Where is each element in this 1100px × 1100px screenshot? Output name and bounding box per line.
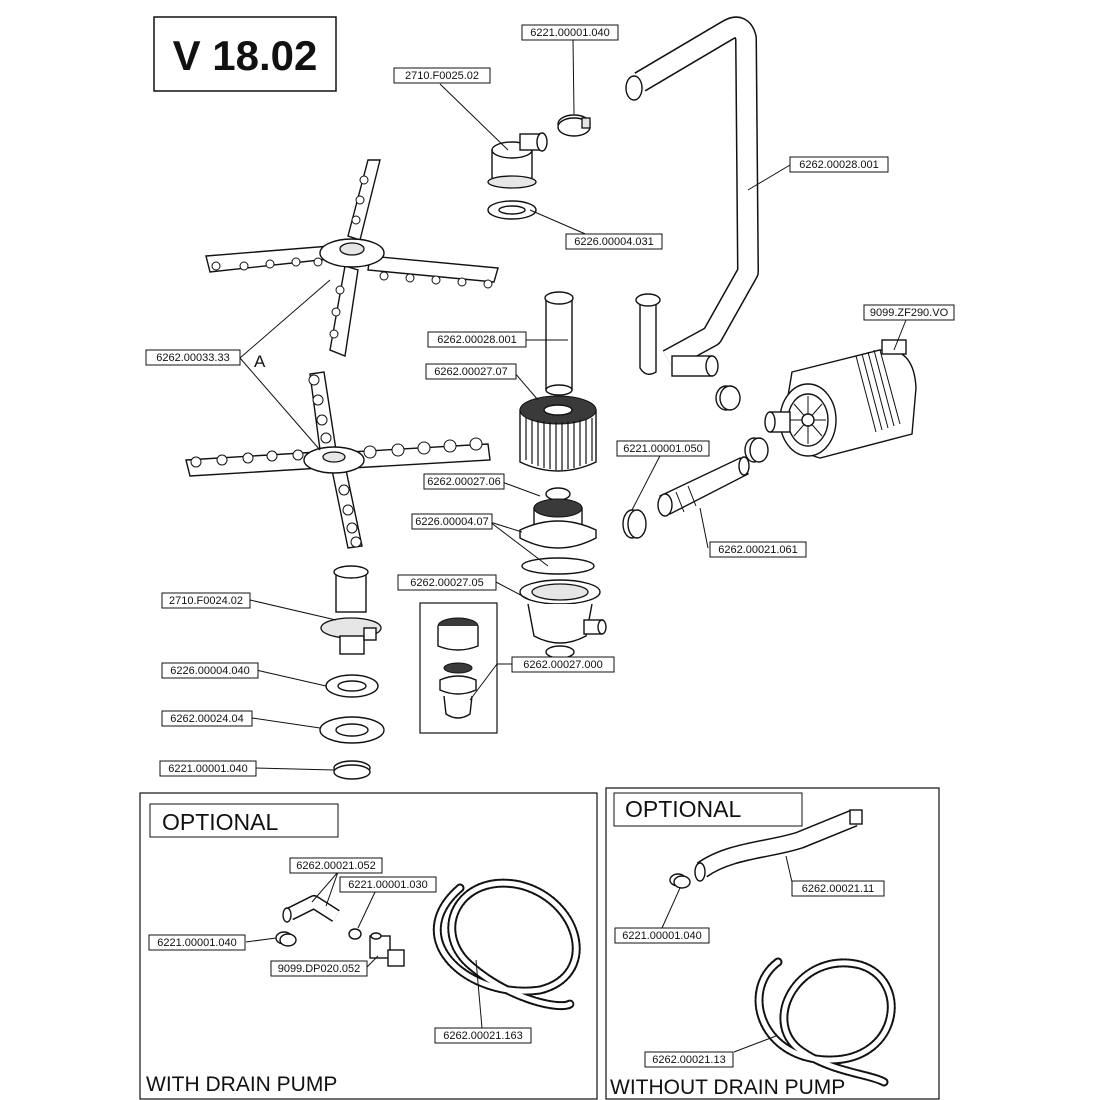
label-6262-00024-04: 6262.00024.04 [170,713,243,725]
label-6262-00021-061: 6262.00021.061 [718,544,798,556]
fine-filter [519,487,597,549]
coarse-filter [519,395,597,472]
label-6262-00027-000: 6262.00027.000 [523,659,603,671]
clamp-top [557,114,591,137]
label-2710-f0025-02: 2710.F0025.02 [405,70,479,82]
lower-spray-arm [185,371,491,549]
label-6221-00001-030: 6221.00001.030 [348,879,428,891]
label-6221-00001-040-left: 6221.00001.040 [157,937,237,949]
clamp-pipe-end [715,385,741,411]
clamp-050 [622,509,647,539]
label-6262-00021-11: 6262.00021.11 [802,883,875,895]
label-9099-zf290-vo: 9099.ZF290.VO [870,307,949,319]
version-box: V 18.02 [153,16,337,92]
clamp-pump [744,437,769,463]
label-6262-00021-052: 6262.00021.052 [296,860,376,872]
label-6262-00027-05: 6262.00027.05 [410,577,483,589]
label-6226-00004-07: 6226.00004.07 [415,516,488,528]
label-6221-00001-040-bottom: 6221.00001.040 [168,763,248,775]
sump [519,579,607,659]
label-6221-00001-040-top: 6221.00001.040 [530,27,610,39]
label-6262-00027-06: 6262.00027.06 [427,476,500,488]
label-2710-f0024-02: 2710.F0024.02 [169,595,243,607]
optional-right-caption: WITHOUT DRAIN PUMP [610,1076,845,1099]
optional-without-drain-pump-panel: OPTIONAL WITHOUT DRAIN PUMP 6262.00021.1… [605,787,940,1100]
part-labels: 6221.00001.040 2710.F0025.02 6262.00028.… [145,24,955,777]
label-6262-00028-001-upper: 6262.00028.001 [799,159,879,171]
label-6262-00021-163: 6262.00021.163 [443,1030,523,1042]
optional-with-drain-pump-panel: OPTIONAL WITH DRAIN PUMP 6262.00021.052 … [139,792,598,1100]
o-ring-07 [521,557,595,575]
long-pipe [625,16,759,377]
label-6262-00021-13: 6262.00021.13 [652,1054,725,1066]
label-6262-00033-33: 6262.00033.33 [156,352,229,364]
label-6226-00004-031: 6226.00004.031 [574,236,654,248]
label-6221-00001-050: 6221.00001.050 [623,443,703,455]
washer-031 [487,200,537,220]
label-9099-dp020-052: 9099.DP020.052 [278,963,361,975]
optional-left-title: OPTIONAL [162,809,279,835]
marker-a: A [254,352,266,371]
label-6226-00004-040: 6226.00004.040 [170,665,250,677]
optional-left-caption: WITH DRAIN PUMP [146,1073,337,1096]
version-label: V 18.02 [173,32,318,79]
label-6221-00001-040-right: 6221.00001.040 [622,930,702,942]
label-6262-00027-07: 6262.00027.07 [434,366,507,378]
washer-040 [325,674,379,698]
short-pipe-061 [657,456,750,517]
lower-connector-part [320,565,382,655]
vertical-tube [544,291,574,396]
upper-spray-arm [205,159,499,357]
filter-assembly-box [419,602,498,734]
top-connector-part [487,132,548,189]
plate-04 [319,716,385,744]
leader-lines [249,39,907,771]
optional-right-title: OPTIONAL [625,796,742,822]
label-6262-00028-001-lower: 6262.00028.001 [437,334,517,346]
clamp-bottom [333,760,371,780]
wash-pump [764,339,917,459]
